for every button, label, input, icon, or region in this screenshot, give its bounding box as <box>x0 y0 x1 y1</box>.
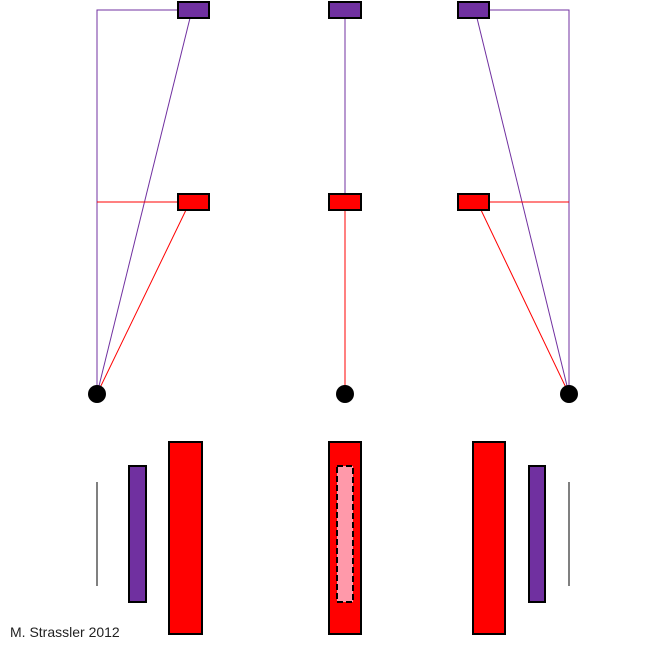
right-red-detector <box>457 193 490 211</box>
right-red-bar <box>472 441 506 635</box>
right-red-diagonal <box>480 209 570 395</box>
bars-left <box>96 441 203 635</box>
left-red-bar <box>168 441 203 635</box>
right-purple-detector <box>457 1 490 19</box>
center-source-dot <box>336 385 354 403</box>
center-red-detector <box>328 193 362 211</box>
center-pink-dashed-bar <box>336 465 354 603</box>
right-source-dot <box>560 385 578 403</box>
left-red-detector <box>177 193 210 211</box>
right-purple-diagonal <box>476 17 570 395</box>
bars-right <box>472 441 570 635</box>
center-purple-detector <box>328 1 362 19</box>
author-credit: M. Strassler 2012 <box>10 624 120 640</box>
left-red-diagonal <box>96 209 187 395</box>
left-purple-detector <box>177 1 210 19</box>
left-purple-bar <box>128 465 147 603</box>
right-purple-bar <box>528 465 546 603</box>
panel-center <box>328 1 362 403</box>
panel-left <box>88 1 210 403</box>
panel-right <box>457 1 578 403</box>
left-purple-diagonal <box>96 17 191 395</box>
left-source-dot <box>88 385 106 403</box>
left-purple-frame <box>96 9 178 394</box>
bars-center <box>328 441 362 635</box>
right-purple-frame <box>489 9 570 394</box>
